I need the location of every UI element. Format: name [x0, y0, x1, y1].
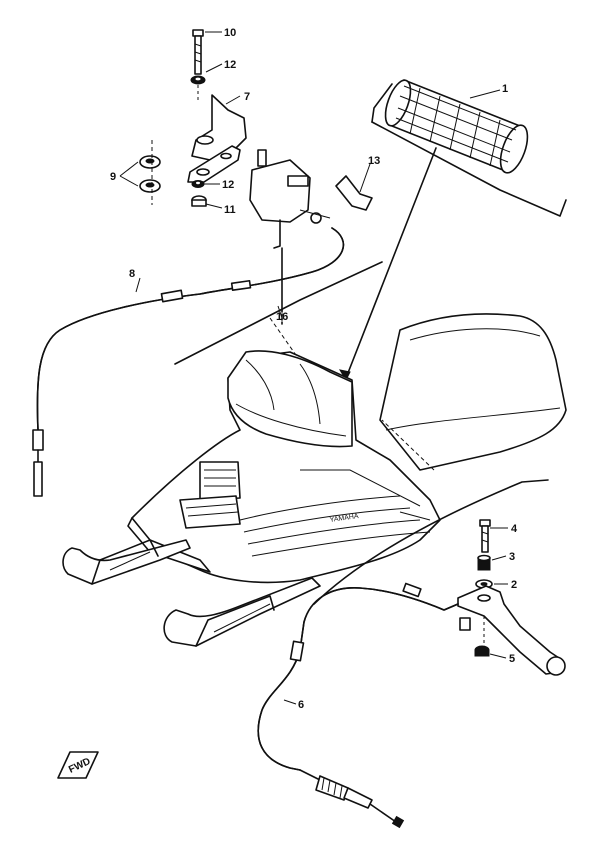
fwd-arrow-badge: FWD — [57, 751, 99, 779]
throttle-bracket-7 — [187, 94, 247, 183]
throttle-housing — [249, 149, 331, 249]
nut-11 — [191, 195, 207, 207]
callout-11: 11 — [224, 204, 236, 216]
nut-5 — [474, 645, 490, 657]
brake-lever — [457, 585, 566, 676]
clip-13 — [335, 175, 373, 211]
callout-6: 6 — [298, 699, 304, 711]
washer-12-upper — [190, 75, 206, 85]
callout-5: 5 — [509, 653, 515, 665]
left-ski — [62, 539, 191, 585]
callout-10: 10 — [224, 27, 236, 39]
callout-7: 7 — [244, 91, 250, 103]
handlebar-grip-1 — [384, 79, 529, 174]
callout-labels: 10 12 7 9 12 11 13 8 16 1 4 3 2 5 6 — [110, 27, 518, 711]
throttle-cable-8 — [32, 227, 345, 497]
callout-13: 13 — [368, 155, 380, 167]
washer-12-lower — [191, 180, 205, 188]
right-ski — [163, 577, 321, 647]
snowmobile-body — [127, 313, 567, 584]
callout-3: 3 — [509, 551, 515, 563]
washer-9-lower — [139, 179, 161, 193]
callout-4: 4 — [511, 523, 518, 535]
callout-8: 8 — [129, 268, 135, 280]
callout-12-upper: 12 — [224, 59, 236, 71]
callout-16: 16 — [276, 311, 288, 323]
callout-1: 1 — [502, 83, 508, 95]
callout-2: 2 — [511, 579, 517, 591]
washer-9-upper — [139, 155, 161, 169]
bolt-4 — [479, 519, 491, 553]
bolt-10 — [192, 29, 204, 75]
callout-9: 9 — [110, 171, 116, 183]
brake-cable-6 — [257, 582, 471, 829]
spacer-3 — [477, 554, 491, 571]
brand-decal: YAMAHA — [329, 513, 359, 524]
callout-12-lower: 12 — [222, 179, 234, 191]
